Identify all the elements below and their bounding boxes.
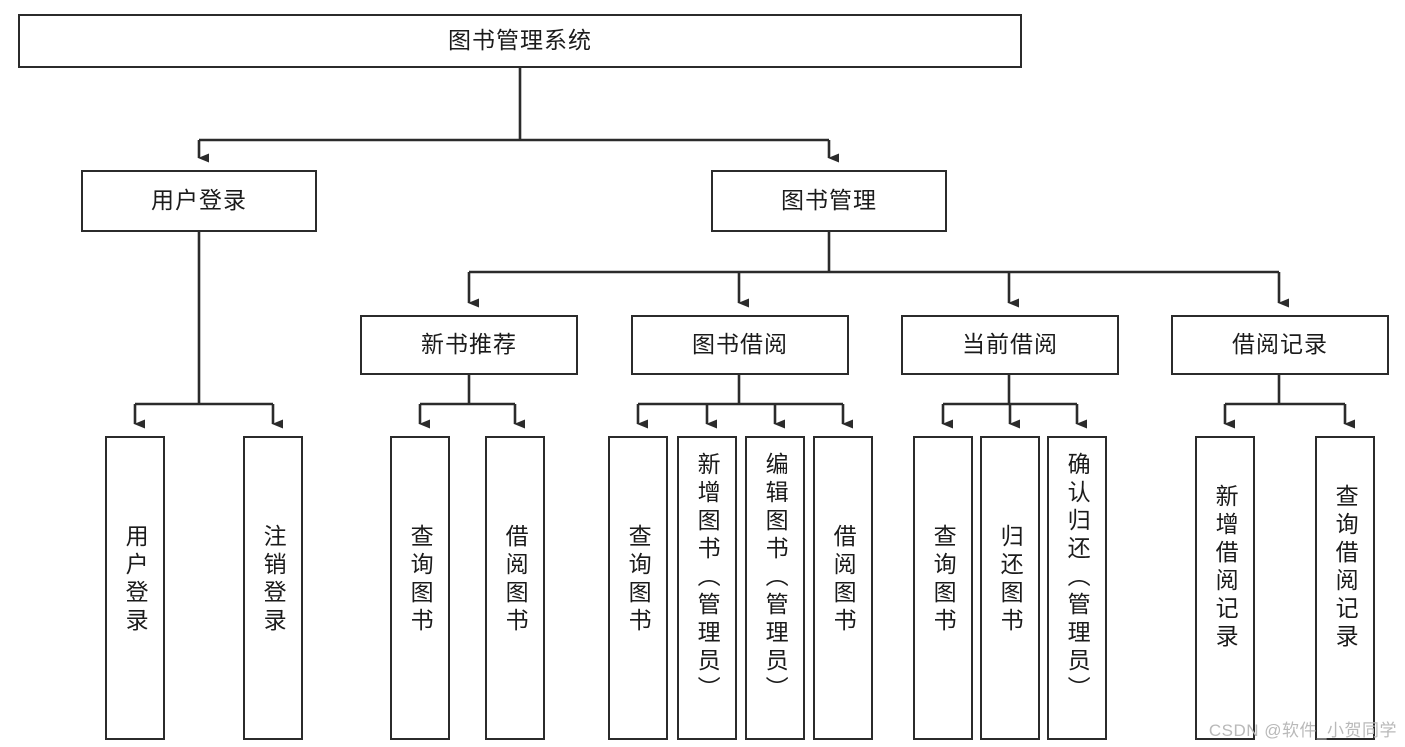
leaf-edit-book-admin[interactable]: 编辑图书（管理员） (745, 436, 805, 740)
node-label: 查询图书 (625, 524, 652, 636)
node-current-borrow[interactable]: 当前借阅 (901, 315, 1119, 375)
node-user-login[interactable]: 用户登录 (81, 170, 317, 232)
node-label: 新增图书（管理员） (694, 452, 721, 704)
node-label: 查询借阅记录 (1332, 484, 1359, 652)
node-book-borrow[interactable]: 图书借阅 (631, 315, 849, 375)
leaf-add-book-admin[interactable]: 新增图书（管理员） (677, 436, 737, 740)
node-label: 借阅记录 (1232, 331, 1328, 358)
node-label: 图书管理 (781, 187, 877, 214)
node-label: 新书推荐 (421, 331, 517, 358)
leaf-query-books-recommend[interactable]: 查询图书 (390, 436, 450, 740)
leaf-borrow-books[interactable]: 借阅图书 (813, 436, 873, 740)
node-label: 确认归还（管理员） (1064, 452, 1091, 704)
node-label: 查询图书 (407, 524, 434, 636)
leaf-query-books-current[interactable]: 查询图书 (913, 436, 973, 740)
node-borrow-record[interactable]: 借阅记录 (1171, 315, 1389, 375)
node-label: 编辑图书（管理员） (762, 452, 789, 704)
node-label: 查询图书 (930, 524, 957, 636)
node-label: 图书管理系统 (448, 27, 592, 54)
node-root-book-management-system[interactable]: 图书管理系统 (18, 14, 1022, 68)
leaf-confirm-return-admin[interactable]: 确认归还（管理员） (1047, 436, 1107, 740)
node-label: 当前借阅 (962, 331, 1058, 358)
node-label: 借阅图书 (830, 524, 857, 636)
node-label: 注销登录 (260, 524, 287, 636)
node-label: 新增借阅记录 (1212, 484, 1239, 652)
node-label: 用户登录 (151, 187, 247, 214)
leaf-logout-login[interactable]: 注销登录 (243, 436, 303, 740)
node-new-book-recommend[interactable]: 新书推荐 (360, 315, 578, 375)
node-label: 图书借阅 (692, 331, 788, 358)
leaf-user-login[interactable]: 用户登录 (105, 436, 165, 740)
leaf-return-books[interactable]: 归还图书 (980, 436, 1040, 740)
node-label: 归还图书 (997, 524, 1024, 636)
leaf-add-borrow-record[interactable]: 新增借阅记录 (1195, 436, 1255, 740)
node-label: 用户登录 (122, 524, 149, 636)
node-book-management[interactable]: 图书管理 (711, 170, 947, 232)
leaf-query-books-borrow[interactable]: 查询图书 (608, 436, 668, 740)
node-label: 借阅图书 (502, 524, 529, 636)
leaf-query-borrow-record[interactable]: 查询借阅记录 (1315, 436, 1375, 740)
csdn-watermark: CSDN @软件_小贺同学 (1208, 721, 1397, 740)
leaf-borrow-books-recommend[interactable]: 借阅图书 (485, 436, 545, 740)
